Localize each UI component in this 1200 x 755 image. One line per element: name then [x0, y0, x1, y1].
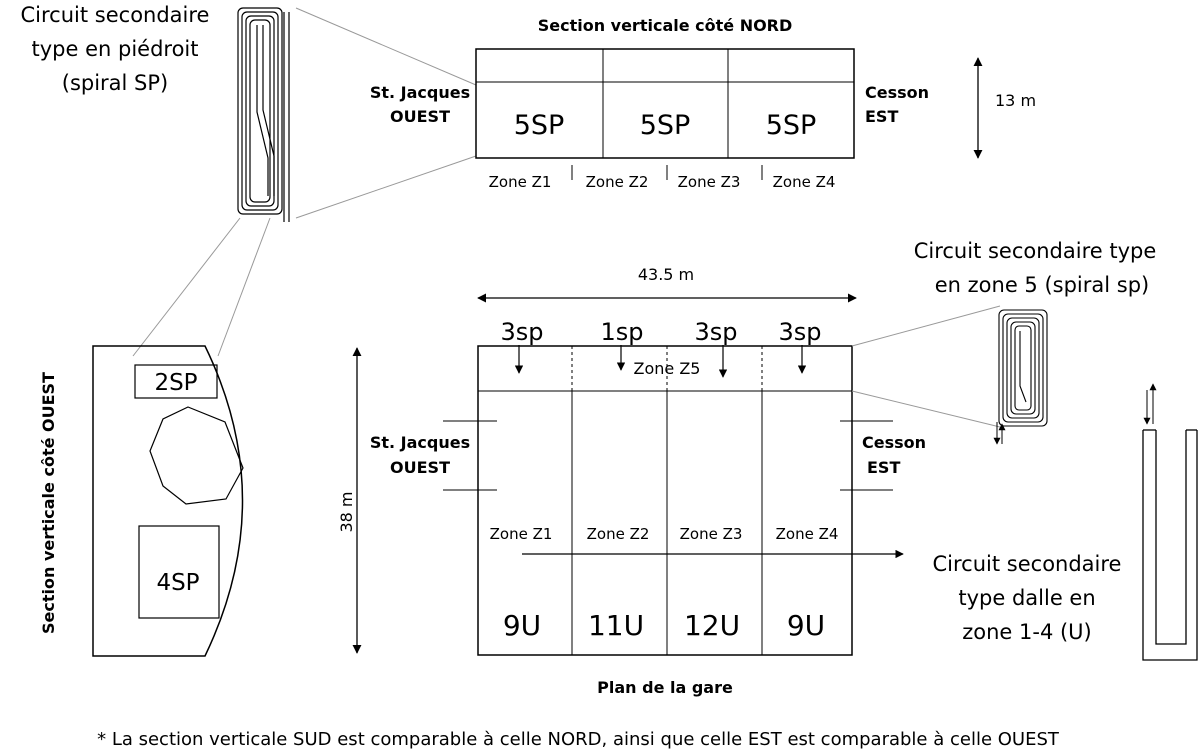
- u-caption-line-3: zone 1-4 (U): [962, 620, 1092, 644]
- north-height-label: 13 m: [995, 91, 1036, 110]
- north-east-label-1: Cesson: [865, 83, 929, 102]
- north-cell-1: 5SP: [514, 110, 565, 141]
- plan-box: [477, 345, 853, 656]
- plan-count-arrows: [514, 345, 807, 378]
- sp5-caption-line-2: en zone 5 (spiral sp): [935, 273, 1150, 297]
- west-section-box: [92, 345, 244, 657]
- plan-bottom-count-3: 12U: [684, 609, 740, 642]
- plan-entrance-lines: [443, 420, 893, 491]
- plan-bottom-count-2: 11U: [588, 609, 644, 642]
- plan-zone-4: Zone Z4: [776, 525, 839, 543]
- u-flow-arrows: [1143, 383, 1157, 425]
- north-zone-ticks: [571, 165, 763, 180]
- plan-zone-3: Zone Z3: [680, 525, 743, 543]
- plan-east-label-2: EST: [867, 458, 900, 477]
- north-west-label-2: OUEST: [390, 107, 450, 126]
- sp5-caption-line-1: Circuit secondaire type: [914, 239, 1157, 263]
- sp5-zoom-line-bottom: [851, 390, 1001, 428]
- sp5-spiral-icon: [998, 309, 1048, 427]
- plan-bottom-count-1: 9U: [503, 609, 541, 642]
- sp-caption-line-2: type en piédroit: [32, 37, 199, 61]
- north-section-box: [475, 48, 855, 159]
- north-zone-4: Zone Z4: [773, 173, 836, 191]
- sp-spiral-icon: [237, 7, 290, 222]
- north-zone-1: Zone Z1: [489, 173, 552, 191]
- plan-west-label-2: OUEST: [390, 458, 450, 477]
- plan-top-count-2: 1sp: [600, 318, 643, 346]
- sp5-zoom-line-top: [851, 305, 1001, 347]
- plan-top-count-3: 3sp: [694, 318, 737, 346]
- north-west-label-1: St. Jacques: [370, 83, 470, 102]
- north-cell-2: 5SP: [640, 110, 691, 141]
- west-bottom-box-label: 4SP: [156, 570, 199, 596]
- u-circuit-icon: [1142, 429, 1198, 661]
- north-section-title: Section verticale côté NORD: [538, 16, 793, 35]
- plan-bottom-count-4: 9U: [787, 609, 825, 642]
- sp-caption-line-3: (spiral SP): [62, 71, 169, 95]
- plan-height-label: 38 m: [337, 491, 356, 532]
- west-top-box-label: 2SP: [154, 370, 197, 396]
- west-section-title: Section verticale côté OUEST: [39, 372, 58, 634]
- north-zone-3: Zone Z3: [678, 173, 741, 191]
- plan-zone-2: Zone Z2: [587, 525, 650, 543]
- plan-width-label: 43.5 m: [638, 265, 694, 284]
- u-caption-line-2: type dalle en: [958, 586, 1095, 610]
- sp5-flow-arrows: [993, 422, 1006, 445]
- plan-east-label-1: Cesson: [862, 433, 926, 452]
- plan-zone-1: Zone Z1: [490, 525, 553, 543]
- u-caption-line-1: Circuit secondaire: [933, 552, 1122, 576]
- plan-west-label-1: St. Jacques: [370, 433, 470, 452]
- north-cell-3: 5SP: [766, 110, 817, 141]
- north-zone-2: Zone Z2: [586, 173, 649, 191]
- sp-caption-line-1: Circuit secondaire: [21, 3, 210, 27]
- plan-zone5-label: Zone Z5: [634, 359, 701, 378]
- plan-top-count-4: 3sp: [778, 318, 821, 346]
- plan-top-count-1: 3sp: [500, 318, 543, 346]
- footnote: * La section verticale SUD est comparabl…: [97, 729, 1060, 750]
- plan-title: Plan de la gare: [597, 678, 733, 697]
- north-east-label-2: EST: [865, 107, 898, 126]
- west-octagon: [149, 406, 244, 505]
